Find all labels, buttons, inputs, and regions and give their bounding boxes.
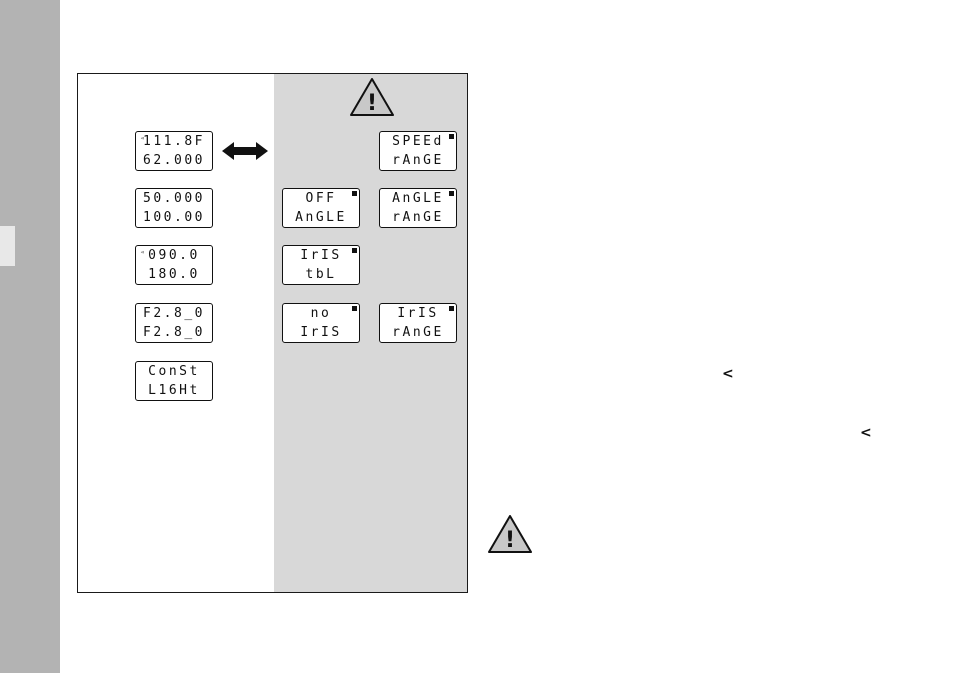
lcd-line-2: rAnGE (380, 325, 456, 341)
lcd-line-2: L16Ht (136, 383, 212, 399)
lcd-display-iris: F2.8_0 F2.8_0 (135, 303, 213, 343)
lcd-line-2: IrIS (283, 325, 359, 341)
lcd-line-2: 62.000 (136, 153, 212, 169)
lcd-line-2: AnGLE (283, 210, 359, 226)
lcd-line-1: ConSt (136, 364, 212, 380)
lcd-warning-angle-off: OFF AnGLE (282, 188, 360, 228)
lcd-line-2: 100.00 (136, 210, 212, 226)
lcd-line-2: F2.8_0 (136, 325, 212, 341)
warning-mark: ! (505, 528, 515, 553)
lcd-line-1: SPEEd (380, 134, 456, 150)
lcd-display-constant-light: ConSt L16Ht (135, 361, 213, 401)
chevron-left-icon: < (860, 426, 872, 440)
chevron-left-icon: < (722, 367, 734, 381)
warning-mark: ! (367, 91, 377, 116)
lcd-warning-iris-range: IrIS rAnGE (379, 303, 457, 343)
lcd-warning-no-iris: no IrIS (282, 303, 360, 343)
lcd-line-1: AnGLE (380, 191, 456, 207)
lcd-line-1: 090.0 (136, 248, 212, 264)
side-tab-marker (0, 226, 15, 266)
warning-triangle-icon: ! (487, 514, 533, 554)
lcd-display-position: ◃ 111.8F 62.000 (135, 131, 213, 171)
lcd-line-1: 50.000 (136, 191, 212, 207)
lcd-warning-iris-table: IrIS tbL (282, 245, 360, 285)
lcd-line-1: OFF (283, 191, 359, 207)
lcd-display-angle: ◃ 090.0 180.0 (135, 245, 213, 285)
lcd-line-1: no (283, 306, 359, 322)
lcd-line-1: IrIS (283, 248, 359, 264)
lcd-line-2: rAnGE (380, 210, 456, 226)
lcd-line-1: 111.8F (136, 134, 212, 150)
lcd-line-2: tbL (283, 267, 359, 283)
lcd-warning-angle-range: AnGLE rAnGE (379, 188, 457, 228)
lcd-line-2: 180.0 (136, 267, 212, 283)
lcd-line-2: rAnGE (380, 153, 456, 169)
lcd-display-speed: 50.000 100.00 (135, 188, 213, 228)
double-arrow-icon (222, 141, 268, 161)
lcd-line-1: F2.8_0 (136, 306, 212, 322)
side-strip (0, 0, 60, 673)
lcd-warning-speed-range: SPEEd rAnGE (379, 131, 457, 171)
lcd-line-1: IrIS (380, 306, 456, 322)
warning-triangle-icon: ! (349, 77, 395, 117)
